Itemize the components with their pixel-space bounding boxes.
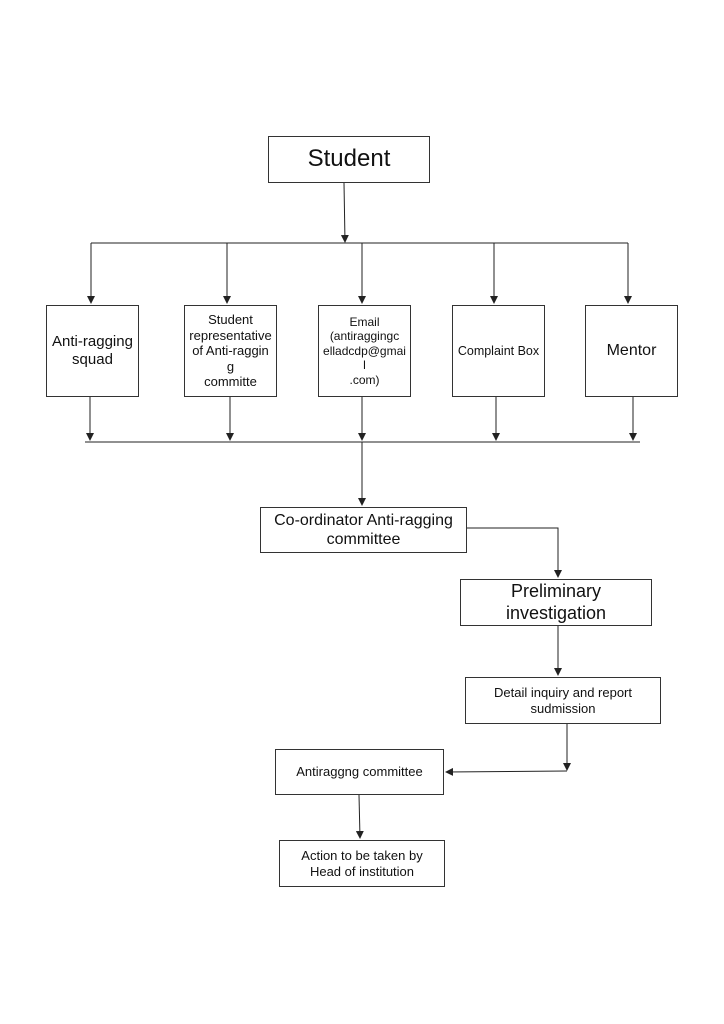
node-student: Student (268, 136, 430, 183)
node-detail-inquiry: Detail inquiry and report sudmission (465, 677, 661, 724)
node-coordinator: Co-ordinator Anti-ragging committee (260, 507, 467, 553)
node-antiragging-committee: Antiraggng committee (275, 749, 444, 795)
node-email: Email (antiraggingc elladcdp@gmail .com) (318, 305, 411, 397)
node-student-representative: Student representative of Anti-ragging c… (184, 305, 277, 397)
node-mentor: Mentor (585, 305, 678, 397)
connector-anti-to-action (355, 794, 364, 839)
connector-coord-to-prelim (467, 527, 562, 578)
connector-detail-to-anti (445, 767, 568, 776)
node-anti-ragging-squad: Anti-ragging squad (46, 305, 139, 397)
node-complaint-box: Complaint Box (452, 305, 545, 397)
connector-student-to-bus (340, 182, 349, 243)
node-preliminary-investigation: Preliminary investigation (460, 579, 652, 626)
node-action-head-of-institution: Action to be taken by Head of institutio… (279, 840, 445, 887)
